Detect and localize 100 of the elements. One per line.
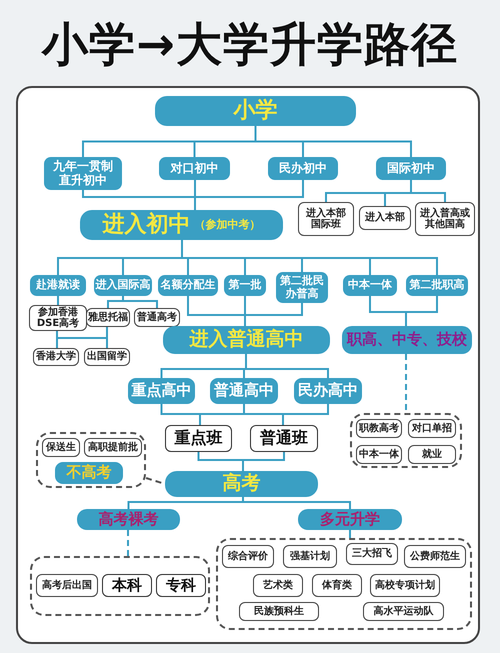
node-text: 民办初中 — [279, 162, 327, 176]
pathway-box — [159, 157, 230, 180]
dashed-group-box — [36, 432, 146, 488]
pathway-box — [268, 157, 338, 180]
connector-line — [194, 180, 304, 210]
pathway-box — [298, 509, 402, 530]
option-box — [253, 574, 303, 597]
node-text: 香港大学 — [36, 351, 76, 363]
option-box — [84, 438, 142, 457]
node-text: 名额分配生 — [160, 279, 216, 292]
dashed-group-box — [350, 413, 462, 468]
dashed-group-box — [216, 538, 472, 630]
node-text: 民办高中 — [298, 382, 358, 400]
option-box — [156, 574, 206, 597]
option-box — [359, 206, 411, 230]
node-text: 进入普高或其他国高 — [420, 208, 470, 230]
node-text: 艺术类 — [263, 580, 293, 592]
pathway-box — [155, 96, 356, 126]
node-text: 高校专项计划 — [375, 580, 435, 592]
connector-line — [57, 296, 59, 305]
option-box — [222, 545, 274, 568]
node-text: 参加香港DSE高考 — [36, 306, 80, 330]
node-text: 九年一贯制直升初中 — [53, 160, 113, 188]
pathway-box — [80, 210, 283, 240]
connector-line — [282, 404, 329, 425]
option-box — [36, 574, 98, 597]
option-box — [346, 543, 398, 565]
node-text: 专科 — [166, 576, 196, 594]
pathway-box — [55, 462, 123, 484]
pathway-box — [224, 275, 266, 296]
node-text: 三大招飞 — [352, 548, 392, 560]
pathway-box — [158, 275, 218, 296]
node-text: 高考后出国 — [42, 580, 92, 592]
node-text: 对口单招 — [412, 422, 452, 434]
node-text: 高职提前批 — [88, 442, 138, 454]
pathway-box — [406, 275, 468, 296]
option-box — [408, 445, 456, 464]
node-text: 国际初中 — [387, 162, 435, 176]
option-box — [165, 425, 232, 452]
option-box — [134, 308, 180, 327]
option-box — [404, 545, 466, 568]
node-text: 高考裸考 — [98, 510, 158, 528]
connector-line — [106, 327, 108, 348]
option-box — [86, 308, 130, 327]
node-note: （参加中考） — [194, 218, 260, 232]
pathway-box — [342, 326, 472, 354]
node-text: 进入本部 — [365, 212, 405, 224]
node-text: 高考 — [222, 473, 260, 495]
node-text: 强基计划 — [290, 550, 330, 562]
connector-line — [349, 530, 351, 538]
node-text: 普通高中 — [214, 382, 274, 400]
node-text: 公费师范生 — [410, 550, 460, 562]
node-text: 小学 — [234, 98, 278, 124]
node-text: 保送生 — [46, 442, 76, 454]
pathway-box — [343, 275, 397, 296]
connector-line — [405, 354, 407, 413]
option-box — [102, 574, 152, 597]
option-box — [283, 545, 337, 568]
node-text: 第二批民办普高 — [280, 274, 324, 300]
dashed-group-box — [30, 556, 210, 616]
node-text: 中本一体 — [359, 448, 399, 460]
connector-line — [242, 497, 351, 509]
option-box — [42, 438, 80, 457]
pathway-box — [376, 157, 446, 180]
node-text: 进入本部国际班 — [306, 208, 346, 230]
pathway-box — [44, 157, 122, 190]
node-text: 职高、中专、技校 — [347, 331, 467, 349]
option-box — [356, 419, 402, 438]
option-box — [298, 202, 354, 236]
node-text: 普通高考 — [137, 312, 177, 324]
pathway-box — [210, 378, 278, 404]
option-box — [408, 419, 456, 438]
node-text: 重点班 — [174, 429, 222, 448]
option-box — [250, 425, 318, 452]
node-text: 进入国际高 — [96, 279, 150, 292]
node-text: 重点高中 — [132, 382, 192, 400]
node-text: 本科 — [112, 576, 142, 594]
node-text: 综合评价 — [228, 550, 268, 562]
connector-line — [245, 354, 329, 378]
node-text: 进入初中 — [102, 212, 190, 238]
connector-line — [242, 452, 285, 471]
node-text: 高水平运动队 — [374, 606, 434, 618]
node-text: 就业 — [422, 448, 442, 460]
node-text: 第一批 — [228, 279, 262, 292]
connector-line — [181, 240, 438, 275]
node-text: 赴港就读 — [36, 279, 80, 292]
connector-line — [254, 126, 412, 157]
node-text: 对口初中 — [170, 162, 218, 176]
pathway-box — [30, 275, 86, 296]
node-text: 进入普通高中 — [190, 329, 304, 351]
node-text: 第二批职高 — [410, 279, 464, 292]
connector-line — [244, 303, 303, 326]
connector-line — [405, 296, 438, 326]
option-box — [312, 574, 362, 597]
pathway-box — [128, 378, 195, 404]
pathway-box — [77, 509, 180, 530]
node-text: 出国留学 — [87, 351, 127, 363]
option-box — [239, 602, 319, 621]
option-box — [29, 305, 87, 331]
option-box — [415, 202, 475, 236]
